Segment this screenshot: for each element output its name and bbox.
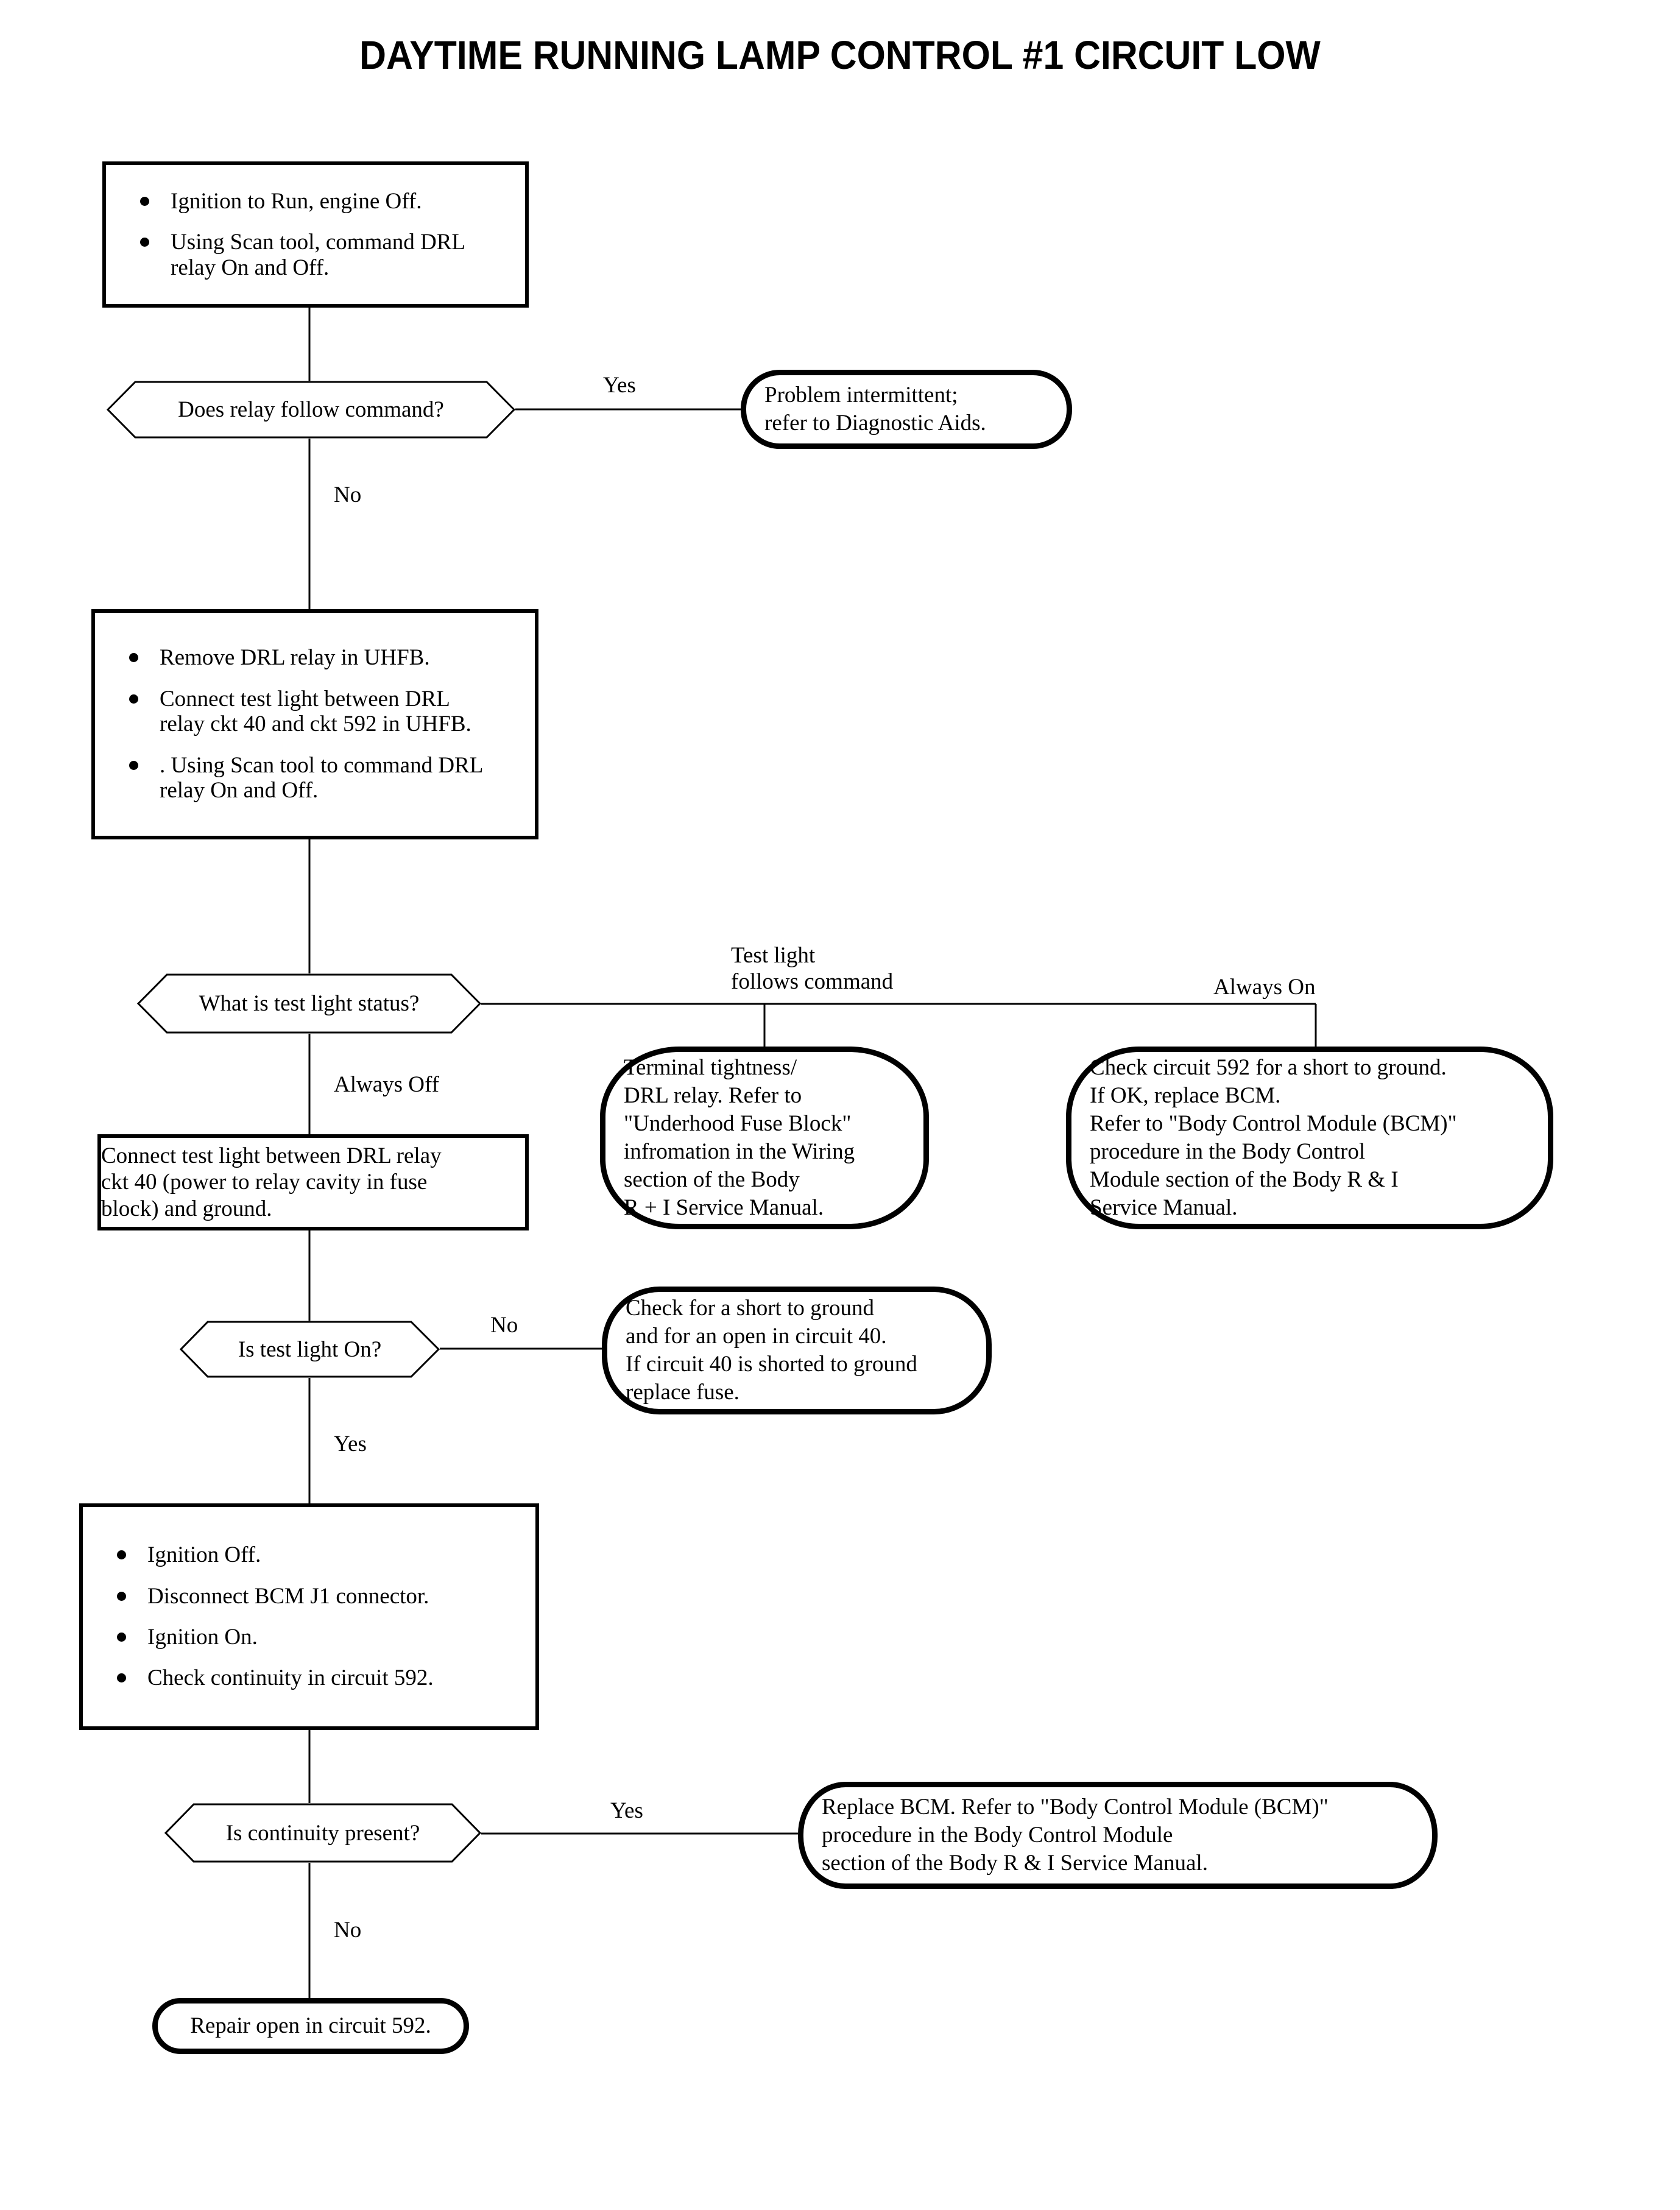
terminator-text: Check circuit 592 for a short to ground.… bbox=[1090, 1055, 1457, 1220]
bullet-item: Ignition Off. bbox=[104, 1542, 535, 1567]
decision-test-light-status: What is test light status? bbox=[137, 973, 481, 1034]
edge-label-yes-test-light-on: Yes bbox=[334, 1432, 367, 1456]
decision-label: Is continuity present? bbox=[225, 1820, 420, 1846]
edge-label-test-light-follows-command: Test light follows command bbox=[731, 943, 894, 994]
decision-is-continuity-present: Is continuity present? bbox=[164, 1803, 481, 1863]
terminator-terminal-tightness: Terminal tightness/ DRL relay. Refer to … bbox=[600, 1047, 929, 1229]
step-text: Connect test light between DRL relay ckt… bbox=[101, 1143, 442, 1221]
bullet-item: Remove DRL relay in UHFB. bbox=[116, 645, 535, 670]
terminator-repair-open-circuit-592: Repair open in circuit 592. bbox=[152, 1998, 469, 2054]
decision-does-relay-follow-command: Does relay follow command? bbox=[107, 381, 515, 439]
terminator-text: Terminal tightness/ DRL relay. Refer to … bbox=[624, 1055, 855, 1220]
decision-label: What is test light status? bbox=[199, 991, 420, 1016]
terminator-replace-bcm: Replace BCM. Refer to "Body Control Modu… bbox=[798, 1782, 1438, 1889]
step-box-connect-test-light-ground: Connect test light between DRL relay ckt… bbox=[97, 1134, 529, 1230]
page-title: DAYTIME RUNNING LAMP CONTROL #1 CIRCUIT … bbox=[359, 32, 1321, 77]
bullet-item: Ignition to Run, engine Off. bbox=[127, 189, 525, 214]
bullet-item: Check continuity in circuit 592. bbox=[104, 1665, 535, 1690]
bullet-item: Ignition On. bbox=[104, 1625, 535, 1650]
bullet-item: Disconnect BCM J1 connector. bbox=[104, 1584, 535, 1609]
edge-label-no-continuity: No bbox=[334, 1918, 362, 1943]
terminator-text: Repair open in circuit 592. bbox=[190, 2013, 431, 2039]
terminator-text: Check for a short to ground and for an o… bbox=[626, 1296, 917, 1405]
step-box-initial-conditions: Ignition to Run, engine Off. Using Scan … bbox=[102, 161, 529, 308]
bullet-item: Connect test light between DRL relay ckt… bbox=[116, 687, 535, 737]
terminator-problem-intermittent: Problem intermittent; refer to Diagnosti… bbox=[741, 370, 1072, 449]
edge-label-no-test-light-on: No bbox=[490, 1313, 518, 1338]
step-box-remove-drl-relay: Remove DRL relay in UHFB. Connect test l… bbox=[91, 609, 538, 839]
decision-is-test-light-on: Is test light On? bbox=[180, 1321, 440, 1378]
edge-label-yes-continuity: Yes bbox=[610, 1798, 643, 1823]
edge-label-always-off: Always Off bbox=[334, 1072, 439, 1097]
terminator-check-short-open-circuit-40: Check for a short to ground and for an o… bbox=[602, 1287, 992, 1414]
terminator-check-circuit-592-short: Check circuit 592 for a short to ground.… bbox=[1066, 1047, 1553, 1229]
terminator-text: Replace BCM. Refer to "Body Control Modu… bbox=[822, 1795, 1329, 1876]
decision-label: Does relay follow command? bbox=[178, 397, 444, 422]
edge-label-yes-relay-follows: Yes bbox=[603, 373, 636, 398]
bullet-item: . Using Scan tool to command DRL relay O… bbox=[116, 753, 535, 803]
decision-label: Is test light On? bbox=[238, 1336, 382, 1362]
bullet-item: Using Scan tool, command DRL relay On an… bbox=[127, 230, 525, 280]
edge-label-always-on: Always On bbox=[1213, 975, 1316, 1000]
terminator-text: Problem intermittent; refer to Diagnosti… bbox=[764, 383, 986, 436]
edge-label-no-relay-follows: No bbox=[334, 482, 362, 507]
step-box-disconnect-bcm: Ignition Off. Disconnect BCM J1 connecto… bbox=[79, 1503, 539, 1730]
